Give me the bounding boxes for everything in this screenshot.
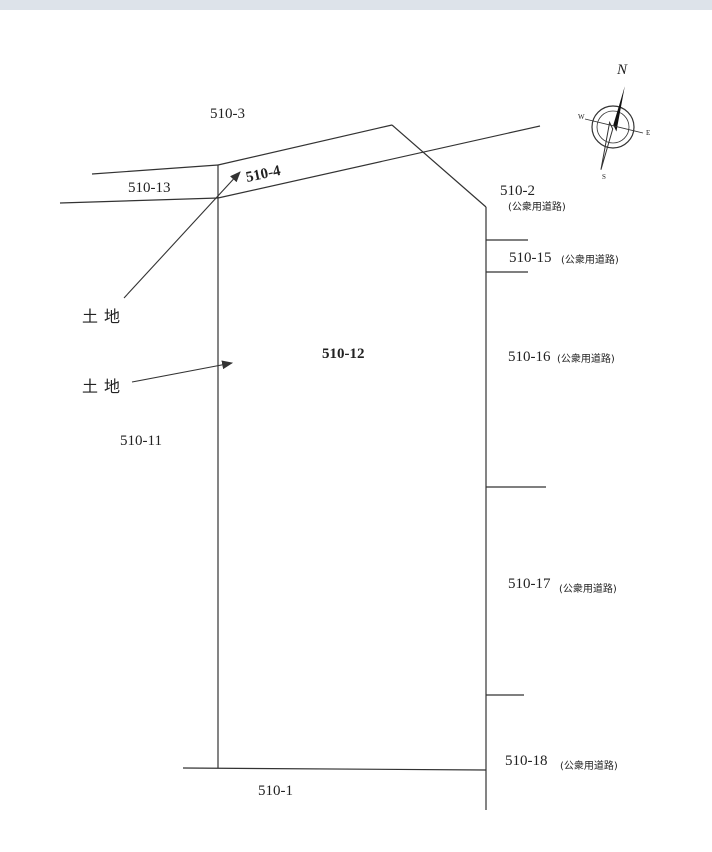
parcel-label-510-2: 510-2 xyxy=(500,183,535,199)
compass-south-needle xyxy=(600,120,614,170)
compass-rose: N E W S xyxy=(578,62,650,181)
compass-east-label: E xyxy=(646,129,650,137)
window-top-bar xyxy=(0,0,712,10)
land-labels: 土地 土地 xyxy=(82,307,126,396)
road-note-510-2: (公衆用道路) xyxy=(508,200,566,213)
road-note-510-18: (公衆用道路) xyxy=(560,759,618,772)
land-arrows xyxy=(123,171,241,383)
boundary-north-road xyxy=(217,125,541,199)
parcel-label-510-3: 510-3 xyxy=(210,106,245,122)
parcel-label-510-16: 510-16 xyxy=(508,349,551,365)
compass-south-label: S xyxy=(602,173,606,181)
compass-north-needle xyxy=(613,86,625,132)
road-note-510-15: (公衆用道路) xyxy=(561,253,619,266)
boundary-south xyxy=(182,767,487,771)
boundary-510-3-510-13 xyxy=(91,164,219,175)
road-note-510-16: (公衆用道路) xyxy=(557,352,615,365)
compass-west-label: W xyxy=(578,113,585,121)
land-label-lower: 土地 xyxy=(82,377,126,396)
land-label-upper: 土地 xyxy=(82,307,126,326)
parcel-label-510-11: 510-11 xyxy=(120,433,162,449)
road-note-510-17: (公衆用道路) xyxy=(559,582,617,595)
arrow-lower-land xyxy=(131,360,234,383)
parcel-label-510-12: 510-12 xyxy=(322,346,365,362)
boundary-510-13-510-11 xyxy=(59,197,219,204)
compass-inner-ring xyxy=(596,110,630,144)
compass-west-east-axis xyxy=(584,118,644,134)
parcel-label-510-4: 510-4 xyxy=(245,163,283,186)
parcel-label-510-13: 510-13 xyxy=(128,180,171,196)
parcel-boundaries xyxy=(59,124,546,810)
boundary-northeast-diagonal xyxy=(391,124,487,208)
parcel-labels: 510-3 510-4 510-13 510-2 (公衆用道路) 510-15 … xyxy=(120,106,619,799)
parcel-label-510-17: 510-17 xyxy=(508,576,551,592)
parcel-label-510-1: 510-1 xyxy=(258,783,293,799)
compass-outer-ring xyxy=(591,105,635,149)
parcel-label-510-15: 510-15 xyxy=(509,250,552,266)
arrow-upper-land xyxy=(123,171,241,299)
compass-north-label: N xyxy=(616,62,628,78)
parcel-label-510-18: 510-18 xyxy=(505,753,548,769)
boundary-north-510-4 xyxy=(217,124,393,166)
